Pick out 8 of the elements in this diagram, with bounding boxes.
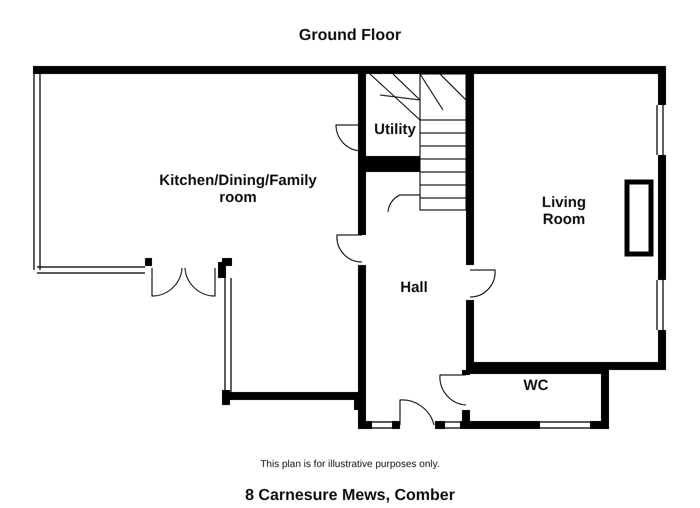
room-label: WC (511, 377, 561, 394)
address-caption: 8 Carnesure Mews, Comber (244, 487, 456, 505)
plan-title: Ground Floor (298, 27, 402, 45)
room-label: Living Room (529, 194, 599, 228)
room-label: Utility (367, 121, 423, 138)
room-label: Hall (389, 279, 439, 296)
room-label: Kitchen/Dining/Family room (153, 172, 323, 206)
disclaimer-note: This plan is for illustrative purposes only. (259, 459, 441, 470)
